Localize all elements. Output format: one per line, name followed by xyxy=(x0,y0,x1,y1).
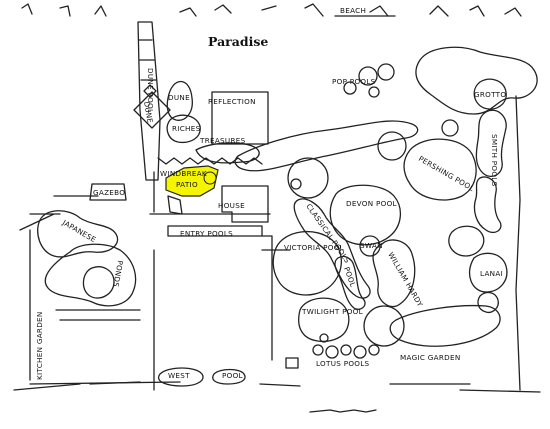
kitchen-garden-label: KITCHEN GARDEN xyxy=(35,311,44,380)
dune-diamond xyxy=(133,91,171,129)
lanai-label: LANAI xyxy=(480,269,503,278)
riches-label: RICHES xyxy=(172,124,201,133)
lotus-pools xyxy=(312,333,380,359)
devon-pool-label: DEVON POOL xyxy=(346,199,397,208)
reflection-label: REFLECTION xyxy=(208,97,256,106)
small-circle-center xyxy=(290,178,302,190)
map-title: Paradise xyxy=(208,34,268,49)
william-hardy-pool xyxy=(372,239,416,308)
windbreak xyxy=(157,157,263,165)
magic-garden-hedge xyxy=(389,304,501,347)
riches-pool xyxy=(166,114,201,144)
circle-hedge-center xyxy=(287,157,329,199)
gazebo xyxy=(89,183,127,201)
pop-pools-label: POP POOLS xyxy=(332,77,376,86)
pershing-pool-label: PERSHING POOL xyxy=(417,154,476,193)
west-label: WEST xyxy=(168,371,190,380)
classical-pools-strip xyxy=(293,198,371,299)
treasures-pool xyxy=(195,142,260,164)
pershing-pool xyxy=(403,138,477,201)
william-hardy-label: WILLIAM HARDY xyxy=(386,251,425,309)
pools-strip xyxy=(334,255,366,310)
mounds-right xyxy=(377,119,499,314)
grotto xyxy=(473,78,507,110)
pool-small xyxy=(212,368,246,385)
dune-pool-label: DUNE POOL xyxy=(146,68,155,113)
dune-mound xyxy=(166,80,193,121)
reflection-pool xyxy=(211,91,269,145)
twilight-pool xyxy=(298,297,350,343)
dune-small-diamond xyxy=(143,84,157,98)
pop-pools xyxy=(343,63,395,98)
ponds-inner xyxy=(82,266,115,299)
patio-highlight xyxy=(165,165,219,197)
circle-hedge-magic xyxy=(363,305,405,347)
dune-label: DUNE xyxy=(142,101,155,124)
classical-pools-label: CLASSICAL POOLS xyxy=(304,202,352,265)
right-boundary xyxy=(459,95,541,393)
lanai xyxy=(469,252,508,293)
smith-pools xyxy=(473,109,507,234)
entry-pools-label: ENTRY POOLS xyxy=(180,229,233,238)
small-square xyxy=(285,357,299,369)
ponds-label: PONDS xyxy=(111,260,125,288)
beach-label: BEACH xyxy=(340,6,366,15)
dune-walkway xyxy=(137,21,161,181)
hedge-strip xyxy=(234,120,419,172)
house-label: HOUSE xyxy=(218,201,245,210)
japanese-label: JAPANESE xyxy=(60,217,98,244)
gazebo-label: GAZEBO xyxy=(93,188,125,197)
lotus-pools-label: LOTUS POOLS xyxy=(316,359,370,368)
patio-label: PATIO xyxy=(176,180,198,189)
smith-pools-label: SMITH POOLS xyxy=(490,134,499,187)
victoria-pool xyxy=(272,230,342,296)
scribble xyxy=(309,409,377,413)
victoria-pool-label: VICTORIA POOL xyxy=(284,243,344,252)
hedge-top-right xyxy=(415,46,538,115)
west-pool xyxy=(158,367,204,387)
pool-small-label: POOL xyxy=(222,371,243,380)
beach-shoreline xyxy=(21,3,522,17)
windbreak-label: WINDBREAK xyxy=(160,169,207,178)
ponds xyxy=(44,243,137,307)
swan-label: SWAN xyxy=(360,241,383,250)
dune-mound-label: DUNE xyxy=(168,93,190,102)
twilight-pool-label: TWILIGHT POOL xyxy=(301,307,363,316)
grotto-label: GROTTO xyxy=(474,90,506,99)
bottom-lines xyxy=(29,381,471,387)
devon-pool xyxy=(329,184,401,246)
swan-pool xyxy=(359,235,381,257)
treasures-label: TREASURES xyxy=(199,136,246,145)
magic-garden-label: MAGIC GARDEN xyxy=(400,353,461,362)
